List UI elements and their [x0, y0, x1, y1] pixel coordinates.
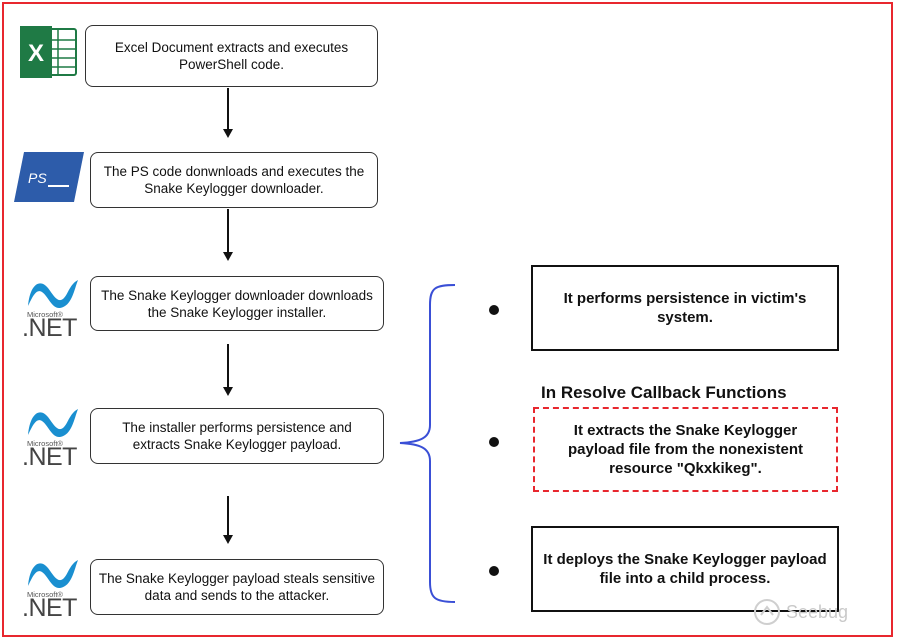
step-installer-text: The installer performs persistence and e… [122, 420, 352, 452]
dotnet-brand-text: Microsoft® [27, 439, 63, 448]
bullet-3 [489, 566, 499, 576]
powershell-icon: PS [14, 152, 84, 202]
step-payload: The Snake Keylogger payload steals sensi… [90, 559, 384, 615]
detail-extract: It extracts the Snake Keylogger payload … [533, 407, 838, 492]
dotnet-brand-text: Microsoft® [27, 590, 63, 599]
outer-frame [2, 2, 893, 637]
step-excel: Excel Document extracts and executes Pow… [85, 25, 378, 87]
excel-icon: X [20, 26, 78, 78]
step-powershell-text: The PS code donwnloads and executes the … [103, 164, 365, 196]
arrow-3 [223, 344, 233, 396]
step-installer: The installer performs persistence and e… [90, 408, 384, 464]
detail-deploy-text: It deploys the Snake Keylogger payload f… [543, 551, 827, 587]
detail-extract-text: It extracts the Snake Keylogger payload … [567, 422, 804, 477]
detail-deploy: It deploys the Snake Keylogger payload f… [531, 526, 839, 612]
powershell-icon-label: PS [28, 170, 47, 186]
detail-persistence-text: It performs persistence in victim's syst… [563, 290, 807, 326]
detail-persistence: It performs persistence in victim's syst… [531, 265, 839, 351]
arrow-1 [223, 88, 233, 138]
dotnet-icon: Microsoft® .NET [22, 405, 78, 473]
dotnet-label: .NET [22, 443, 77, 471]
dotnet-label: .NET [22, 314, 77, 342]
curly-brace [399, 284, 456, 603]
bullet-1 [489, 305, 499, 315]
step-excel-text: Excel Document extracts and executes Pow… [114, 40, 349, 72]
section-title: In Resolve Callback Functions [541, 383, 787, 402]
dotnet-label: .NET [22, 594, 77, 622]
seebug-logo-icon [754, 599, 780, 625]
dotnet-brand-text: Microsoft® [27, 310, 63, 319]
bullet-2 [489, 437, 499, 447]
watermark-text: Seebug [786, 601, 849, 622]
dotnet-icon: Microsoft® .NET [22, 556, 78, 624]
arrow-2 [223, 209, 233, 261]
step-payload-text: The Snake Keylogger payload steals sensi… [98, 571, 376, 603]
step-downloader-text: The Snake Keylogger downloader downloads… [101, 287, 373, 320]
excel-icon-letter: X [28, 40, 44, 67]
step-powershell: The PS code donwnloads and executes the … [90, 152, 378, 208]
step-downloader: The Snake Keylogger downloader downloads… [90, 276, 384, 331]
watermark: Seebug [752, 597, 848, 627]
dotnet-icon: Microsoft® .NET [22, 276, 78, 344]
arrow-4 [223, 496, 233, 544]
